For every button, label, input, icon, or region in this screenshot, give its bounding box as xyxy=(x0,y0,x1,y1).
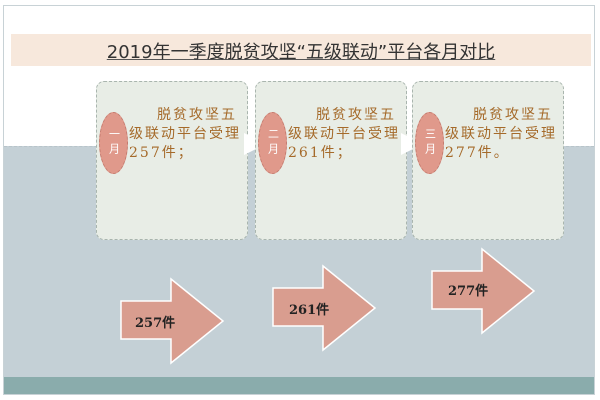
arrow-shape xyxy=(431,247,536,335)
arrow-count: 277件 xyxy=(448,283,488,299)
arrow-shape xyxy=(120,277,225,365)
slide: 2019年一季度脱贫攻坚“五级联动”平台各月对比 一月 脱贫攻坚五级联动平台受理… xyxy=(3,5,595,395)
arrow-count: 261件 xyxy=(289,302,329,318)
month-badge: 一月 xyxy=(99,112,128,174)
month-description: 脱贫攻坚五级联动平台受理261件； xyxy=(288,107,400,161)
arrow-2: 261件 xyxy=(272,264,377,352)
month-badge: 三月 xyxy=(415,112,444,174)
arrow-shape xyxy=(272,264,377,352)
title-band: 2019年一季度脱贫攻坚“五级联动”平台各月对比 xyxy=(11,34,591,66)
month-card-2: 二月 脱贫攻坚五级联动平台受理261件； xyxy=(255,81,407,240)
month-badge: 二月 xyxy=(258,112,287,174)
footer-bar xyxy=(4,377,594,394)
month-card-1: 一月 脱贫攻坚五级联动平台受理257件； xyxy=(96,81,248,240)
arrow-1: 257件 xyxy=(120,277,225,365)
slide-title: 2019年一季度脱贫攻坚“五级联动”平台各月对比 xyxy=(106,42,496,63)
arrow-count: 257件 xyxy=(135,315,175,331)
arrow-3: 277件 xyxy=(431,247,536,335)
month-description: 脱贫攻坚五级联动平台受理257件； xyxy=(129,107,241,161)
month-description: 脱贫攻坚五级联动平台受理277件。 xyxy=(445,107,557,161)
month-card-3: 三月 脱贫攻坚五级联动平台受理277件。 xyxy=(412,81,564,240)
